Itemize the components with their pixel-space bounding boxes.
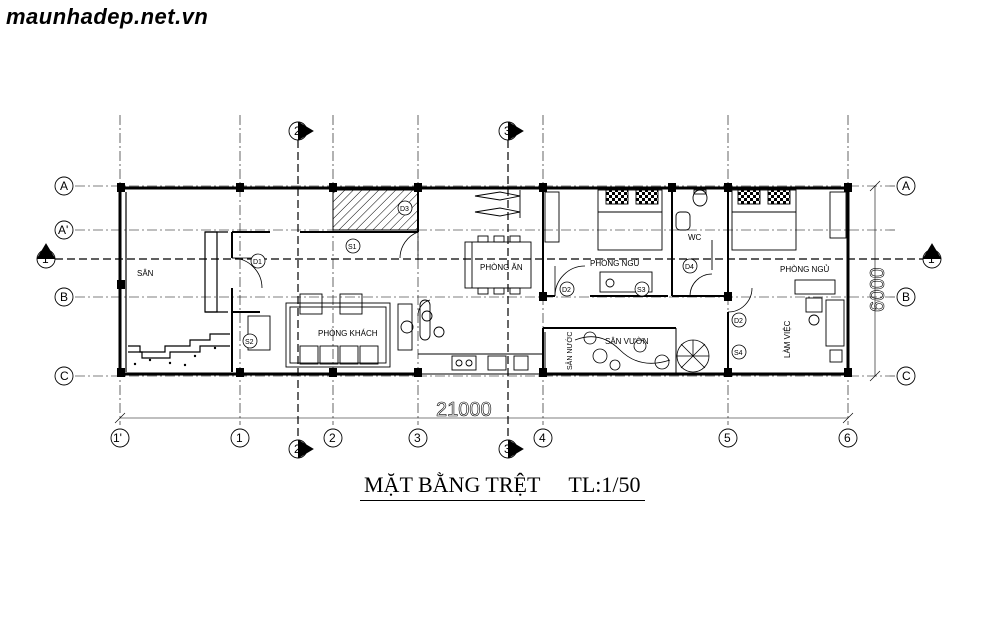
label-phong-ngu-2: PHÒNG NGỦ	[780, 265, 830, 274]
col-label-4: 4	[539, 431, 546, 445]
label-phong-ngu-1: PHÒNG NGỦ	[590, 259, 640, 268]
tag-d1: D1	[253, 259, 262, 266]
label-lam-viec: LÀM VIỆC	[783, 320, 792, 358]
office-furniture	[805, 297, 845, 363]
section-arrow-1	[36, 243, 942, 269]
label-san-front: SÂN	[137, 269, 154, 278]
kitchen-counter	[418, 353, 543, 371]
label-phong-an: PHÒNG ĂN	[480, 263, 523, 272]
row-label-a-left: A	[60, 179, 68, 193]
row-label-a-right: A	[902, 179, 910, 193]
garden-features	[574, 331, 710, 373]
wc-fixtures	[675, 189, 713, 270]
col-label-3-section-bottom: 3	[504, 442, 511, 456]
grid-lines-horizontal	[55, 185, 930, 377]
col-bubbles-bottom	[110, 428, 858, 448]
col-label-2-section-bottom: 2	[294, 442, 301, 456]
section-arrows-2-3	[288, 121, 524, 459]
drawing-title-name: MẶT BẰNG TRỆT	[364, 472, 541, 497]
col-label-5: 5	[724, 431, 731, 445]
entrance-frame	[125, 192, 230, 372]
grid-lines-vertical	[119, 115, 849, 440]
row-bubbles-left	[54, 176, 74, 386]
label-phong-khach: PHÒNG KHÁCH	[318, 329, 378, 338]
drawing-title: MẶT BẰNG TRỆT TL:1/50	[360, 472, 645, 501]
living-room-furniture	[247, 293, 445, 368]
row-label-c-left: C	[60, 369, 69, 383]
tag-d2-a: D2	[562, 287, 571, 294]
tag-d2-b: D2	[734, 318, 743, 325]
room-labels: SÂN PHÒNG KHÁCH PHÒNG ĂN PHÒNG NGỦ WC PH…	[137, 233, 830, 370]
label-san-nuoc: SÂN NƯỚC	[565, 332, 574, 370]
tag-markers	[242, 200, 747, 360]
tag-s1: S1	[348, 244, 357, 251]
dimension-total-width: 6000	[867, 268, 889, 313]
col-label-3-section-top: 3	[504, 124, 511, 138]
label-wc: WC	[688, 233, 702, 242]
row-label-c-right: C	[902, 369, 911, 383]
col-label-1-prime: 1'	[113, 431, 122, 445]
col-label-1: 1	[236, 431, 243, 445]
label-san-vuon: SÂN VƯỜN	[605, 337, 649, 346]
row-bubbles-right	[896, 176, 916, 386]
tag-s2: S2	[245, 339, 254, 346]
bedroom-2-furniture	[731, 189, 847, 295]
drawing-scale: TL:1/50	[568, 472, 641, 497]
tag-texts: D1 D3 D2 D4 D2 S1 S2 S3 S4	[245, 206, 743, 357]
tag-d4: D4	[685, 264, 694, 271]
tag-d3: D3	[400, 206, 409, 213]
row-label-b-left: B	[60, 290, 68, 304]
dining-set	[464, 190, 532, 295]
row-label-a-prime-left: A'	[58, 223, 68, 237]
col-label-6: 6	[844, 431, 851, 445]
col-label-3: 3	[414, 431, 421, 445]
row-label-b-right: B	[902, 290, 910, 304]
row-label-1-right: 1	[928, 252, 935, 266]
tag-s4: S4	[734, 350, 743, 357]
watermark-logo: maunhadep.net.vn	[6, 4, 209, 29]
col-label-2-section-top: 2	[294, 124, 301, 138]
tag-s3: S3	[637, 287, 646, 294]
planter-dots	[133, 346, 217, 367]
row-label-1-left: 1	[42, 252, 49, 266]
col-label-2: 2	[329, 431, 336, 445]
bedroom-1-furniture	[544, 189, 663, 293]
dimension-lines	[114, 180, 881, 424]
dimension-total-length: 21000	[436, 399, 492, 421]
